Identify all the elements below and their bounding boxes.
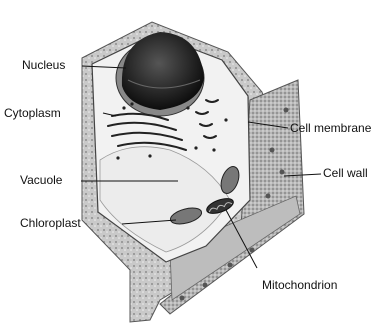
nucleus-label: Nucleus	[22, 58, 65, 72]
mitochondrion-label: Mitochondrion	[262, 278, 337, 292]
cell-wall-label: Cell wall	[323, 166, 368, 180]
cell-membrane-label: Cell membrane	[290, 121, 371, 135]
chloroplast-label: Chloroplast	[20, 216, 81, 230]
cytoplasm-label: Cytoplasm	[4, 106, 61, 120]
vacuole-label: Vacuole	[20, 173, 62, 187]
